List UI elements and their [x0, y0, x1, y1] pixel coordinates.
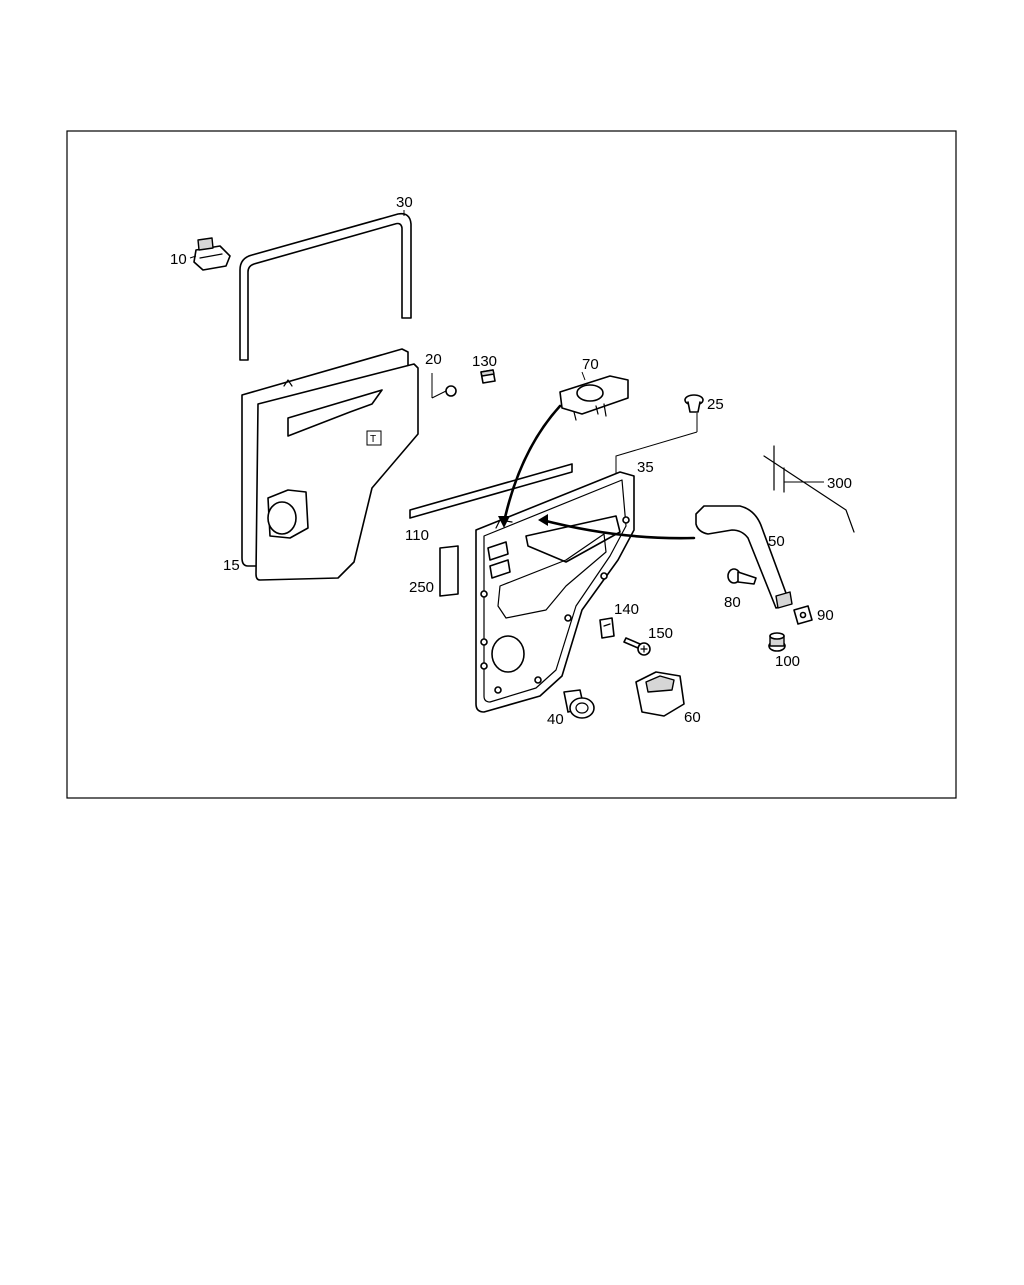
callout-70: 70	[582, 356, 599, 373]
panel-marker-box	[366, 430, 382, 446]
part-40-rivet	[563, 689, 595, 719]
callout-60: 60	[684, 709, 701, 726]
diagram-frame	[66, 130, 957, 799]
leader-lines	[189, 210, 586, 381]
part-250-pad	[439, 545, 459, 597]
callout-40: 40	[547, 711, 564, 728]
callout-20: 20	[425, 351, 442, 368]
part-15-panel-backing: T	[241, 348, 419, 581]
callout-300: 300	[827, 475, 852, 492]
callout-25: 25	[707, 396, 724, 413]
part-100-grommet	[768, 632, 786, 652]
part-130-block	[480, 369, 496, 384]
part-35-inner-door-panel	[475, 431, 698, 713]
panel-marker-text: T	[370, 434, 376, 445]
callout-130: 130	[472, 353, 497, 370]
callout-15: 15	[223, 557, 240, 574]
assembly-arrows	[498, 404, 696, 540]
part-140-clip	[599, 617, 615, 639]
part-20-pin	[431, 373, 457, 399]
part-150-screw	[623, 637, 651, 656]
callout-labels: 10 30 20 130 70 25 35 300 15 110 50 250 …	[170, 194, 852, 728]
callout-90: 90	[817, 607, 834, 624]
callout-10: 10	[170, 251, 187, 268]
part-80-screw	[727, 568, 757, 585]
callout-140: 140	[614, 601, 639, 618]
part-10-clip	[193, 237, 231, 271]
callout-150: 150	[648, 625, 673, 642]
callout-110: 110	[405, 527, 429, 544]
part-60-cap	[635, 671, 685, 717]
callout-35: 35	[637, 459, 654, 476]
callout-100: 100	[775, 653, 800, 670]
part-90-clip-nut	[793, 605, 813, 625]
part-25-plug	[684, 394, 704, 432]
callout-30: 30	[396, 194, 413, 211]
part-300-rod	[763, 445, 855, 533]
callout-50: 50	[768, 533, 785, 550]
part-30-window-seal	[239, 212, 412, 361]
part-70-handle-bezel	[559, 375, 629, 421]
callout-250: 250	[409, 579, 434, 596]
part-50-pull-handle	[695, 505, 793, 609]
part-110-strip	[409, 463, 573, 519]
callout-80: 80	[724, 594, 741, 611]
